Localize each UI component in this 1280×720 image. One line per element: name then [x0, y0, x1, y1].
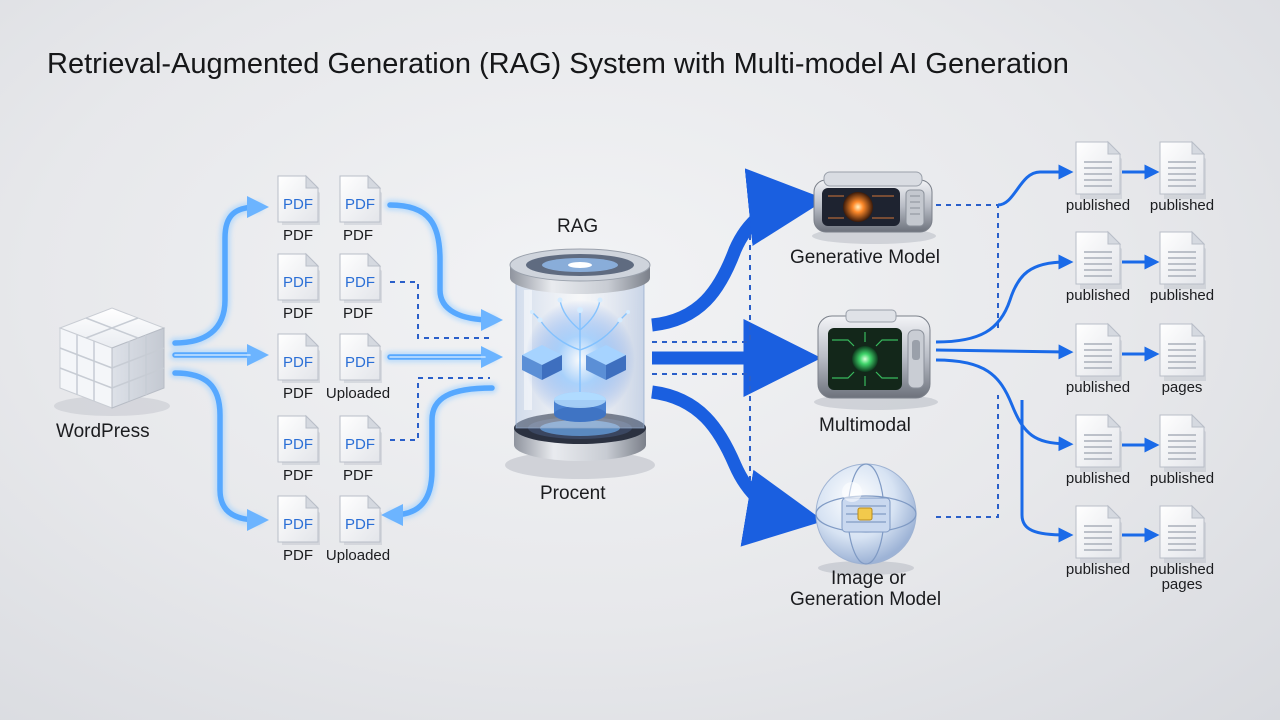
- document-label: PDF: [283, 305, 313, 322]
- rag-dashed-connectors: [652, 235, 751, 480]
- page-title: Retrieval-Augmented Generation (RAG) Sys…: [47, 48, 1069, 80]
- multimodal-chip-icon: [814, 309, 938, 410]
- arrow-rag-to-image: [651, 385, 824, 547]
- wordpress-box-icon: [54, 307, 170, 416]
- pdf-file-icon: PDF: [277, 332, 320, 383]
- pdf-icon-text: PDF: [283, 274, 313, 291]
- document-label: Uploaded: [326, 385, 390, 402]
- published-page-icon: [1075, 504, 1122, 563]
- arrow-gen-to-out-1: [997, 164, 1074, 207]
- pdf-icon-text: PDF: [283, 196, 313, 213]
- arrow-doc-top-to-rag: [387, 202, 503, 331]
- pdf-icon-text: PDF: [283, 516, 313, 533]
- pdf-file-icon: PDF: [339, 252, 382, 303]
- published-page-icon: [1075, 230, 1122, 289]
- arrow-out-branch-5: [1020, 400, 1074, 543]
- document-label: PDF: [343, 467, 373, 484]
- output-label: published: [1066, 379, 1130, 396]
- pdf-icon-text: PDF: [345, 436, 375, 453]
- generative-model-icon: [812, 171, 936, 244]
- generative-model-label: Generative Model: [790, 247, 940, 268]
- document-label: Uploaded: [326, 547, 390, 564]
- published-page-icon: [1075, 140, 1122, 199]
- document-label: PDF: [343, 227, 373, 244]
- output-label: published: [1066, 197, 1130, 214]
- input-arrows: [169, 196, 503, 531]
- arrow-wp-to-doc-top: [172, 196, 269, 346]
- pdf-file-icon: PDF: [277, 494, 320, 545]
- pdf-file-icon: PDF: [339, 332, 382, 383]
- image-model-label-line2: Generation Model: [790, 589, 941, 610]
- arrow-rag-to-generative: [651, 168, 827, 332]
- output-label: published: [1150, 561, 1214, 578]
- pdf-file-icon: PDF: [277, 414, 320, 465]
- output-label: published: [1066, 561, 1130, 578]
- output-label: published: [1150, 470, 1214, 487]
- pdf-icon-text: PDF: [345, 196, 375, 213]
- output-label: published: [1150, 287, 1214, 304]
- documents-grid: PDF PDF PDF PDF PDF PDF PDF PDF PDF PDF PDF Uploade…: [277, 174, 390, 564]
- pdf-icon-text: PDF: [345, 274, 375, 291]
- pdf-icon-text: PDF: [283, 436, 313, 453]
- published-page-icon: [1159, 140, 1206, 199]
- arrow-mm-to-out-3: [935, 344, 1074, 360]
- image-generation-sphere-icon: [815, 463, 917, 575]
- document-label: PDF: [283, 547, 313, 564]
- published-page-icon: [1159, 413, 1206, 472]
- pdf-icon-text: PDF: [345, 516, 375, 533]
- model-arrows: [651, 168, 827, 547]
- published-page-icon: [1159, 504, 1206, 563]
- published-page-icon: [1075, 322, 1122, 381]
- arrow-rag-to-doc-bottom: [381, 385, 495, 526]
- pdf-file-icon: PDF: [277, 174, 320, 225]
- arrow-mm-to-out-4: [935, 358, 1074, 452]
- rag-bottom-label: Procent: [540, 483, 606, 504]
- published-page-icon: [1159, 322, 1206, 381]
- document-label: PDF: [343, 305, 373, 322]
- doc-dashed-connectors: [390, 281, 490, 441]
- pdf-file-icon: PDF: [277, 252, 320, 303]
- output-label: published: [1150, 197, 1214, 214]
- multimodal-label: Multimodal: [819, 415, 911, 436]
- published-page-icon: [1159, 230, 1206, 289]
- image-model-label-line1: Image or: [831, 568, 907, 589]
- output-arrows: [935, 164, 1160, 543]
- output-label: published: [1066, 287, 1130, 304]
- arrow-wp-to-doc-bottom: [172, 370, 269, 531]
- rag-label: RAG: [557, 216, 598, 237]
- document-label: PDF: [283, 227, 313, 244]
- pdf-file-icon: PDF: [339, 414, 382, 465]
- pdf-file-icon: PDF: [339, 494, 382, 545]
- pdf-icon-text: PDF: [345, 354, 375, 371]
- outputs-grid: published published published published publ…: [1066, 140, 1214, 593]
- pdf-file-icon: PDF: [339, 174, 382, 225]
- document-label: PDF: [283, 385, 313, 402]
- arrow-mm-to-out-2: [935, 254, 1074, 344]
- pdf-icon-text: PDF: [283, 354, 313, 371]
- rag-cylinder-icon: [505, 248, 655, 479]
- output-label: published: [1066, 470, 1130, 487]
- wordpress-label: WordPress: [56, 421, 150, 442]
- output-label: pages: [1162, 576, 1203, 593]
- output-label: pages: [1162, 379, 1203, 396]
- published-page-icon: [1075, 413, 1122, 472]
- document-label: PDF: [283, 467, 313, 484]
